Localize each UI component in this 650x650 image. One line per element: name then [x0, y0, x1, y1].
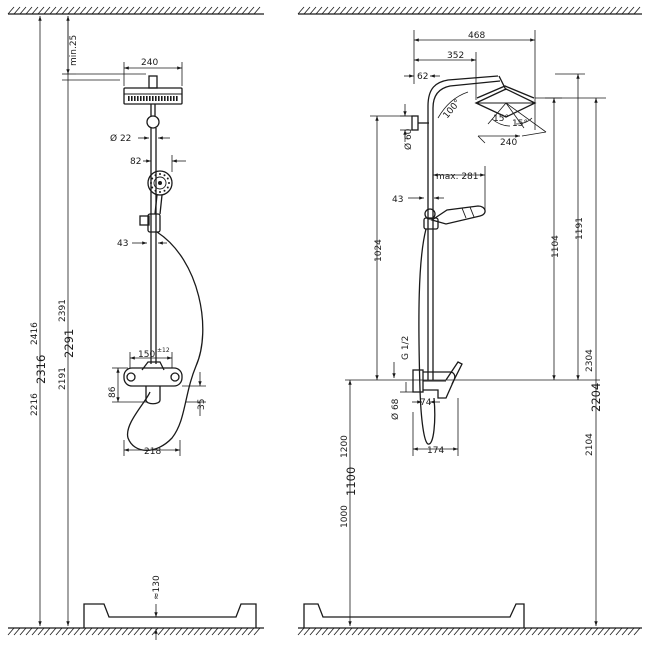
front-labels: min.25 240 Ø 22 82 43 150 ±12 86 35 218 …	[30, 35, 207, 600]
label-62: 62	[417, 72, 428, 82]
label-1191: 1191	[575, 217, 585, 240]
label-35: 35	[197, 399, 207, 410]
label-2291: 2291	[62, 329, 76, 358]
label-218: 218	[144, 447, 161, 457]
label-15a: 15°	[493, 114, 509, 124]
label-82: 82	[130, 157, 141, 167]
label-150: 150	[138, 350, 155, 360]
label-2416: 2416	[30, 322, 40, 345]
label-1000: 1000	[340, 505, 350, 528]
label-174: 174	[427, 446, 444, 456]
label-15b: 15°	[512, 119, 528, 129]
label-2104: 2104	[585, 433, 595, 456]
label-side-43: 43	[392, 195, 403, 205]
label-2391: 2391	[58, 299, 68, 322]
label-1104: 1104	[551, 235, 561, 258]
label-100deg: 100°	[442, 98, 464, 121]
label-g12: G 1/2	[401, 336, 411, 360]
label-d22: Ø 22	[110, 133, 131, 144]
label-74: 74	[420, 398, 432, 408]
label-max281: max. 281	[436, 172, 479, 182]
front-dimensions	[38, 16, 206, 640]
label-front-240: 240	[141, 58, 158, 68]
label-1100: 1100	[344, 467, 358, 496]
label-2191: 2191	[58, 367, 68, 390]
ceiling-left	[7, 6, 264, 15]
label-front-43: 43	[117, 239, 128, 249]
label-d60: Ø 60	[403, 128, 414, 150]
label-130: ≈130	[152, 575, 162, 600]
label-2204: 2204	[589, 383, 603, 412]
label-2304: 2304	[585, 349, 595, 372]
floor-left	[7, 627, 264, 636]
label-352: 352	[447, 51, 464, 61]
front-view-fixture	[123, 75, 204, 452]
side-dimensions	[345, 30, 606, 626]
floor-right	[297, 627, 642, 636]
label-1200: 1200	[340, 435, 350, 458]
label-d68: Ø 68	[390, 398, 401, 420]
label-468: 468	[468, 31, 485, 41]
label-2316: 2316	[34, 355, 48, 384]
label-86: 86	[108, 386, 118, 398]
shower-tray-side	[303, 603, 525, 628]
side-view-fixture	[411, 75, 537, 445]
label-2216: 2216	[30, 393, 40, 416]
label-min25: min.25	[69, 35, 79, 66]
shower-tray-front	[83, 603, 257, 628]
label-1024: 1024	[374, 239, 384, 262]
side-labels: 468 352 62 100° 15° 15° 240 Ø 60 max. 28…	[340, 31, 603, 528]
ceiling-right	[297, 6, 642, 15]
label-side-240: 240	[500, 138, 517, 148]
label-150-tol: ±12	[157, 347, 170, 354]
